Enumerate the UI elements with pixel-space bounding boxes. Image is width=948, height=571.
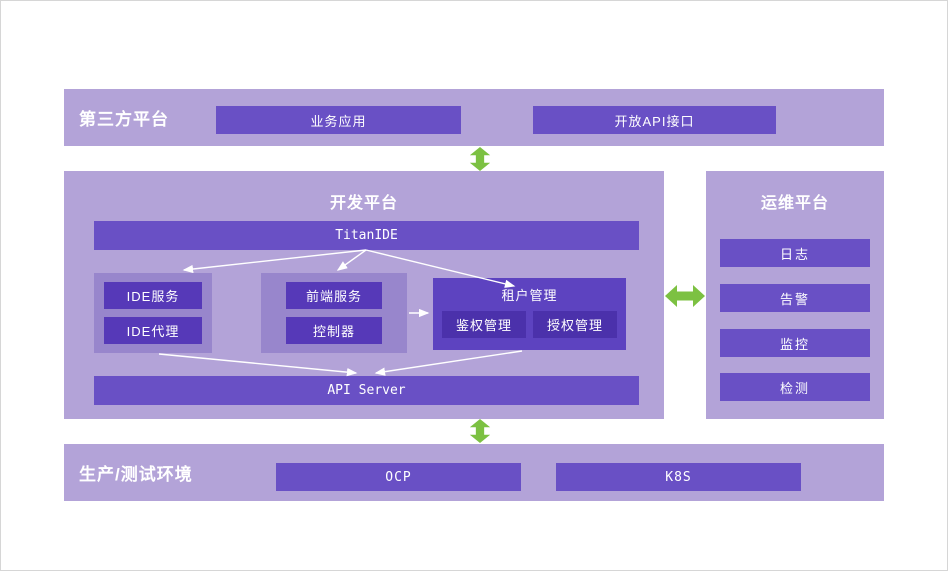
controller-box: 控制器 (286, 317, 382, 344)
environment-band: 生产/测试环境 OCP K8S (64, 444, 884, 501)
open-api-box: 开放API接口 (533, 106, 776, 134)
frontend-service-box: 前端服务 (286, 282, 382, 309)
third-party-platform-band: 第三方平台 业务应用 开放API接口 (64, 89, 884, 146)
environment-title: 生产/测试环境 (79, 465, 193, 484)
authn-management-box: 鉴权管理 (442, 311, 526, 338)
green-double-arrow-side-icon (665, 285, 705, 307)
business-app-box: 业务应用 (216, 106, 461, 134)
authz-management-box: 授权管理 (533, 311, 617, 338)
ops-platform-title: 运维平台 (760, 195, 829, 212)
k8s-box: K8S (556, 463, 801, 491)
green-double-arrow-bottom-icon (469, 419, 491, 443)
ocp-box: OCP (276, 463, 521, 491)
tenant-management-group: 租户管理 鉴权管理 授权管理 (433, 278, 626, 350)
logs-box: 日志 (720, 239, 870, 267)
monitoring-box: 监控 (720, 329, 870, 357)
ide-group: IDE服务 IDE代理 (94, 273, 212, 353)
dev-platform-band: 开发平台 TitanIDE IDE服务 IDE代理 前端服务 控制器 租户管理 … (64, 171, 664, 419)
ops-platform-band: 运维平台 日志 告警 监控 检测 (706, 171, 884, 419)
alerts-box: 告警 (720, 284, 870, 312)
third-party-platform-title: 第三方平台 (79, 110, 169, 129)
titan-ide-bar: TitanIDE (94, 221, 639, 250)
tenant-management-title: 租户管理 (501, 288, 558, 303)
frontend-group: 前端服务 控制器 (261, 273, 407, 353)
green-double-arrow-top-icon (469, 147, 491, 171)
dev-platform-title: 开发平台 (329, 195, 398, 212)
api-server-bar: API Server (94, 376, 639, 405)
ide-proxy-box: IDE代理 (104, 317, 202, 344)
detection-box: 检测 (720, 373, 870, 401)
ide-service-box: IDE服务 (104, 282, 202, 309)
